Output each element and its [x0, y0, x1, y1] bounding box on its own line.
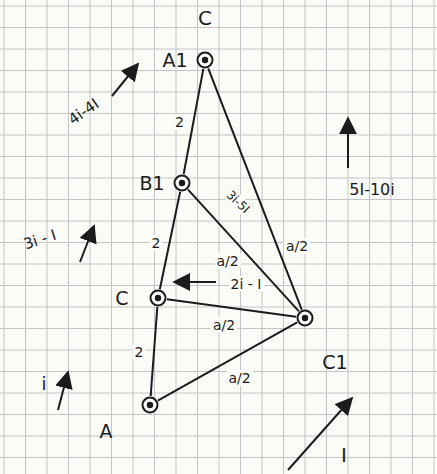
point-circle	[173, 174, 191, 192]
grid-line	[197, 0, 198, 474]
grid-line	[0, 285, 437, 286]
grid-line	[262, 0, 263, 474]
grid-line	[68, 0, 69, 474]
segment-line	[160, 192, 180, 289]
point-name: C1	[322, 353, 347, 372]
segment-line	[208, 68, 301, 309]
grid-line	[0, 156, 437, 157]
grid-line	[0, 49, 437, 50]
current-label: 4i-4I	[66, 96, 102, 127]
length-label: a/2	[211, 317, 237, 333]
grid-line	[0, 178, 437, 179]
current-label: 3i-5I	[222, 186, 254, 217]
grid-line	[326, 0, 327, 474]
point-node: C	[149, 289, 167, 307]
point-node: A	[141, 396, 159, 414]
grid-line	[0, 6, 437, 7]
grid-line	[283, 0, 284, 474]
grid-line	[0, 199, 437, 200]
point-circle	[296, 309, 314, 327]
grid-line	[0, 113, 437, 114]
length-label: 2	[173, 114, 186, 130]
grid-line	[0, 242, 437, 243]
point-circle	[149, 289, 167, 307]
current-arrow	[347, 118, 349, 168]
point-node: B1	[173, 174, 191, 192]
current-arrow	[80, 226, 94, 262]
current-arrow	[58, 372, 68, 410]
point-name: C	[115, 289, 128, 308]
segment-line	[184, 69, 204, 174]
length-label: a/2	[226, 370, 252, 386]
current-label: 3i - I	[22, 228, 58, 252]
segment-line	[167, 299, 296, 317]
current-arrow	[288, 398, 352, 470]
grid-line	[0, 436, 437, 437]
grid-line	[0, 350, 437, 351]
point-node: C1	[296, 309, 314, 327]
current-label: i	[41, 375, 46, 393]
grid-line	[0, 221, 437, 222]
current-label: 5I-10i	[349, 182, 394, 198]
grid-line	[0, 457, 437, 458]
segment-line	[151, 307, 158, 396]
point-name: C	[198, 8, 212, 28]
grid-line	[0, 414, 437, 415]
grid-line	[4, 0, 5, 474]
point-circle	[141, 396, 159, 414]
grid-line	[391, 0, 392, 474]
grid-line	[111, 0, 112, 474]
point-name: A1	[162, 51, 187, 70]
length-label: a/2	[284, 238, 310, 254]
grid-line	[434, 0, 435, 474]
current-label: 2i - I	[229, 276, 264, 292]
point-name: A	[100, 422, 113, 441]
length-label: 2	[150, 235, 163, 251]
grid-line	[0, 135, 437, 136]
grid-line	[0, 27, 437, 28]
grid-line	[369, 0, 370, 474]
point-circle	[196, 51, 214, 69]
grid-line	[412, 0, 413, 474]
grid-line	[0, 393, 437, 394]
length-label: 2	[133, 344, 146, 360]
grid-line	[0, 70, 437, 71]
point-node: A1	[196, 51, 214, 69]
grid-line	[219, 0, 220, 474]
current-label: I	[341, 445, 347, 465]
point-name: B1	[139, 174, 164, 193]
grid-line	[176, 0, 177, 474]
grid-line	[240, 0, 241, 474]
current-arrow	[174, 281, 216, 283]
length-label: a/2	[214, 253, 240, 269]
grid-line	[0, 371, 437, 372]
current-arrow	[112, 64, 138, 96]
segment-line	[158, 322, 297, 400]
